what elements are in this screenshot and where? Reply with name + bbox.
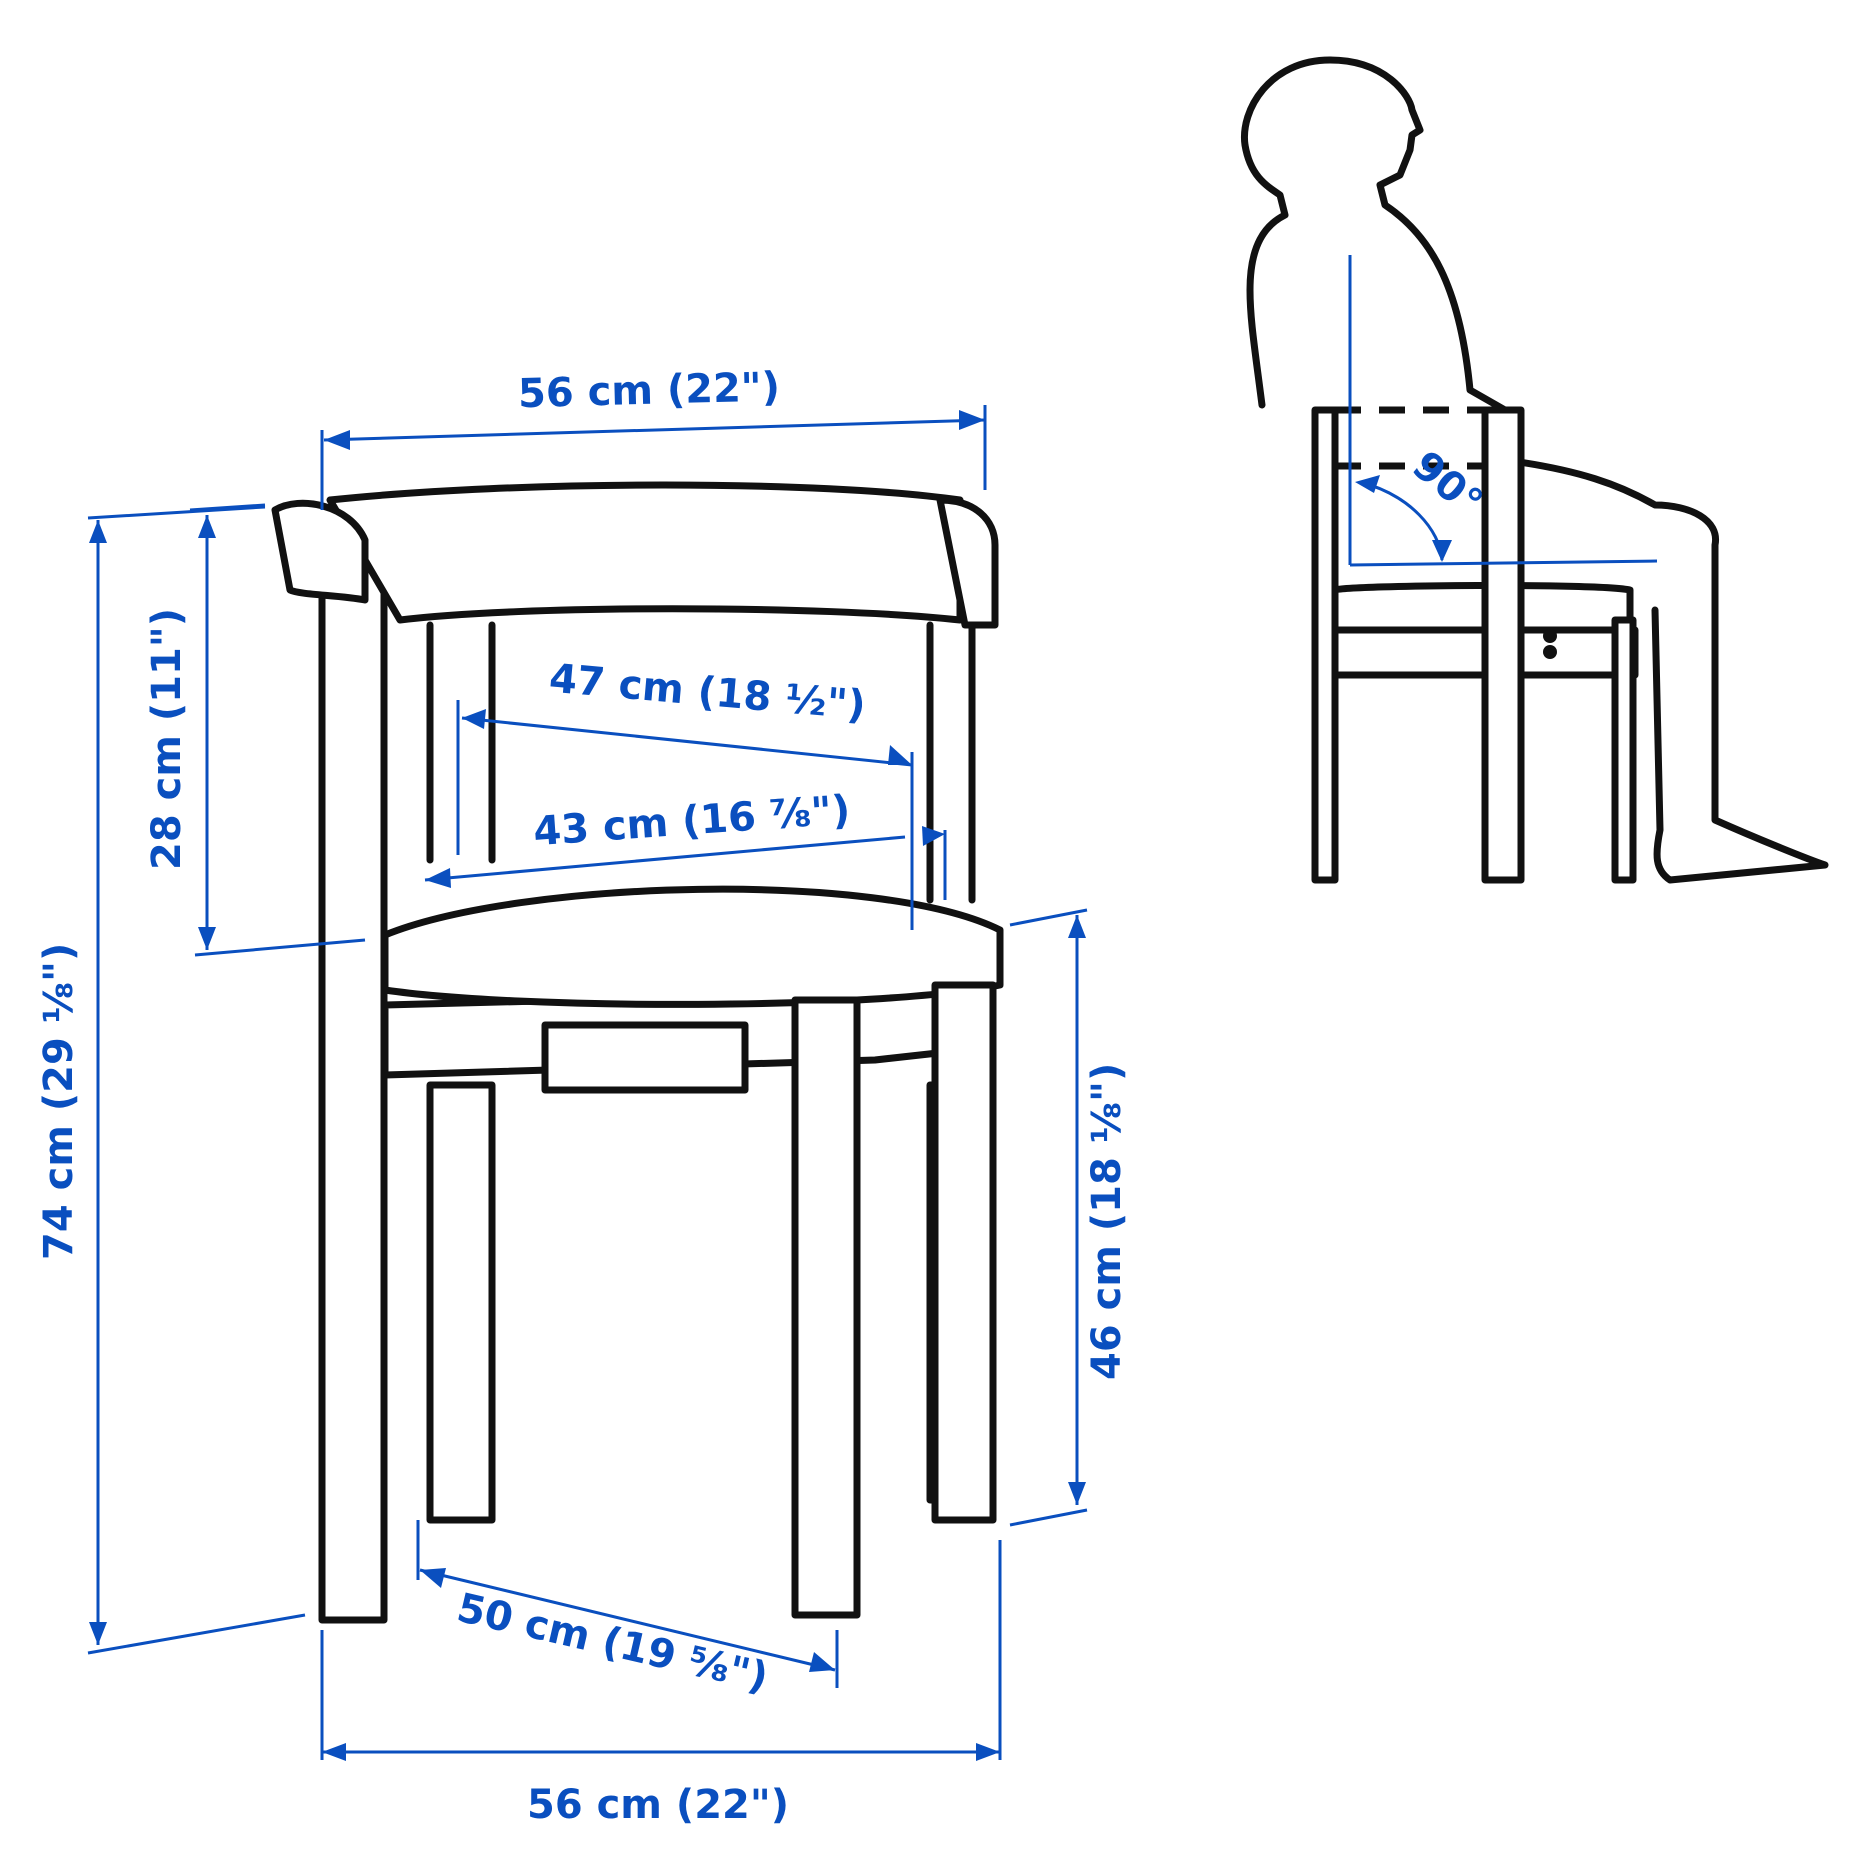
person-front-outline <box>1326 56 1509 414</box>
label-total-height: 74 cm (29 ⅛") <box>36 943 82 1260</box>
person-back-outline <box>1240 56 1334 409</box>
front-right-leg <box>791 996 861 1619</box>
chair-side-upright <box>1481 406 1525 884</box>
front-left-leg <box>318 526 388 1624</box>
label-seat-width-back: 47 cm (18 ½") <box>547 656 867 729</box>
seat <box>381 885 1004 1008</box>
label-backrest-height: 28 cm (11") <box>144 608 190 870</box>
label-total-width-bottom: 56 cm (22") <box>527 1782 789 1828</box>
chair-front-view <box>271 481 1004 1624</box>
dimension-lines <box>87 405 1088 1761</box>
label-seat-height: 46 cm (18 ⅛") <box>1084 1063 1130 1380</box>
rear-left-leg <box>426 1081 496 1524</box>
chair-side-front-leg <box>1611 616 1637 884</box>
backrest <box>326 481 964 624</box>
side-view-person: 90° <box>1240 56 1829 884</box>
label-total-width-top: 56 cm (22") <box>517 364 780 417</box>
person-leg-outline <box>1501 456 1829 884</box>
